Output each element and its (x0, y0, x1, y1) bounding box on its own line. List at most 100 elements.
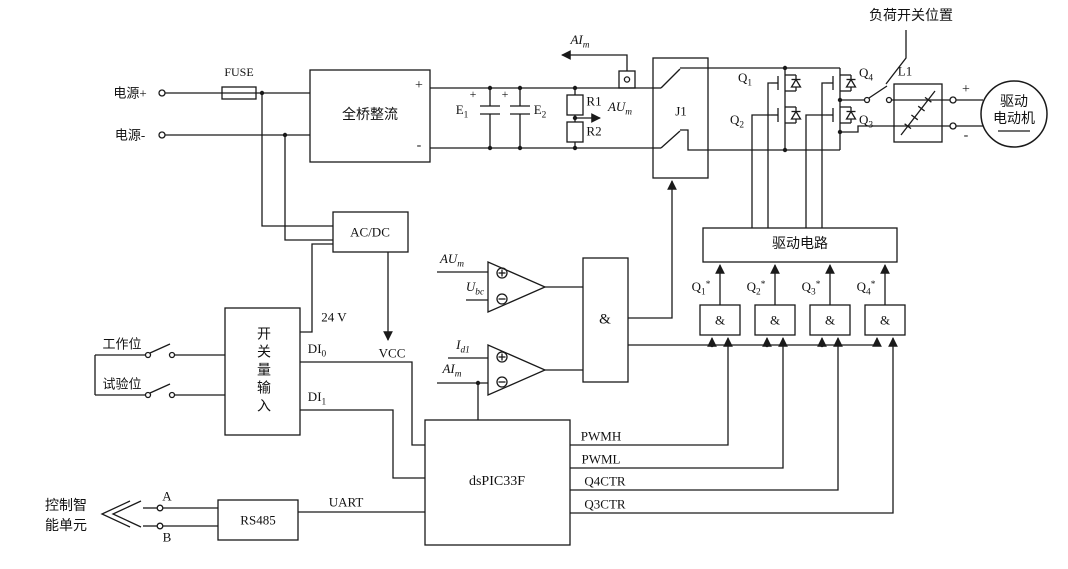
comparator-1 (437, 261, 583, 313)
label-e2-plus: + (501, 87, 509, 101)
test-switch (95, 383, 225, 399)
transistor-q1 (770, 71, 802, 95)
motor-terminal-plus (949, 96, 957, 104)
label-aum-comp: AUm (439, 251, 465, 270)
j1-blade-top (660, 68, 681, 89)
label-aim-top: AIm (570, 32, 590, 51)
gate-and-3-box (809, 304, 851, 336)
sensor-dot-icon (623, 76, 631, 83)
label-power-plus: 电源+ (113, 85, 147, 101)
terminal-b (156, 522, 164, 530)
label-r2: R2 (586, 123, 602, 139)
label-aim-comp: AIm (442, 361, 462, 380)
pwm-wires (570, 264, 898, 514)
label-l1: L1 (897, 63, 913, 79)
q2-gate-lead (751, 114, 771, 228)
label-vcc: VCC (378, 345, 406, 361)
transistor-q4 (825, 71, 857, 95)
capacitor-e2 (510, 88, 530, 148)
work-switch (95, 343, 225, 359)
motor-symbol (980, 80, 1048, 148)
label-unit-line2: 能单元 (45, 519, 87, 534)
label-24v: 24 V (321, 309, 347, 325)
aim-signal-arrow (561, 50, 631, 83)
minus-input-icon (496, 376, 508, 388)
pwml-wire (570, 337, 788, 469)
gate-and-2-box (754, 304, 796, 336)
load-switch-contact-1 (863, 96, 871, 104)
label-ubc: Ubc (465, 279, 485, 298)
label-e1: E1 (455, 102, 469, 121)
minus-input-icon (496, 293, 508, 305)
chevron-arrow-icon (100, 500, 131, 528)
label-work-pos: 工作位 (102, 336, 142, 352)
label-motor-line1: 驱动 (1000, 95, 1028, 110)
label-mcu: dsPIC33F (468, 474, 526, 489)
j1-blade-bottom (660, 130, 681, 149)
label-drive-circuit: 驱动电路 (772, 237, 828, 252)
label-q3-star: Q3* (801, 279, 821, 298)
pwmh-wire (570, 337, 733, 446)
label-aum-tap: AUm (607, 99, 633, 118)
label-power-minus: 电源- (114, 127, 146, 143)
label-pwml: PWML (581, 451, 621, 467)
label-di0: DI0 (307, 341, 327, 360)
label-digital-input: 开关量输入 (255, 326, 270, 416)
label-rs485: RS485 (240, 512, 276, 528)
block-outlines (217, 57, 1048, 546)
plus-input-icon (496, 267, 508, 279)
label-fuse: FUSE (224, 65, 254, 79)
label-b: B (162, 529, 172, 545)
load-switch-pointer (885, 30, 907, 85)
label-e1-plus: + (469, 87, 477, 101)
label-q4-star: Q4* (856, 279, 876, 298)
label-id1: Id1 (456, 337, 470, 356)
label-j1: J1 (675, 103, 687, 119)
inductor-l1-symbol (900, 90, 936, 136)
comm-wires (100, 500, 425, 530)
label-and-block: & (599, 311, 611, 328)
chevron-arrow-icon (111, 500, 142, 528)
q3ctr-wire (570, 337, 898, 514)
label-pwmh: PWMH (580, 428, 622, 444)
label-r1: R1 (586, 93, 602, 109)
label-gate-and-1: & (714, 312, 726, 328)
dc-bus-wires (430, 50, 653, 149)
label-rect-plus: + (415, 78, 423, 93)
label-a: A (162, 488, 172, 504)
label-uart: UART (328, 494, 364, 510)
digital-input-box (224, 307, 301, 436)
acdc-output-wires (300, 243, 393, 341)
label-rectifier: 全桥整流 (342, 108, 398, 123)
gate-and-1-box (699, 304, 741, 336)
contactor-j1-contacts (653, 67, 840, 151)
resistor-r2 (566, 121, 584, 143)
label-q1: Q1 (737, 70, 753, 89)
motor-output-wires (840, 30, 1030, 136)
label-q2-star: Q2* (746, 279, 766, 298)
power-input-wires (158, 89, 333, 241)
q1-gate-lead (767, 82, 771, 228)
acdc-box (332, 211, 409, 253)
rectifier-box (309, 69, 431, 163)
label-gate-and-2: & (769, 312, 781, 328)
terminal-power-plus (158, 89, 166, 97)
plus-input-icon (496, 351, 508, 363)
label-test-pos: 试验位 (102, 376, 142, 392)
current-sensor (618, 70, 636, 89)
q4-gate-lead (821, 82, 826, 228)
terminal-power-minus (158, 131, 166, 139)
label-gate-and-3: & (824, 312, 836, 328)
terminal-a (156, 504, 164, 512)
label-q2: Q2 (729, 112, 745, 131)
di1-wire (300, 409, 425, 479)
load-switch-contact-2 (885, 96, 893, 104)
label-q3: Q3 (858, 112, 874, 131)
label-load-switch: 负荷开关位置 (869, 9, 953, 24)
contactor-j1-box (652, 57, 709, 179)
label-unit-line1: 控制智 (45, 499, 87, 514)
and-block-box (582, 257, 629, 383)
label-motor-plus: + (962, 82, 970, 97)
